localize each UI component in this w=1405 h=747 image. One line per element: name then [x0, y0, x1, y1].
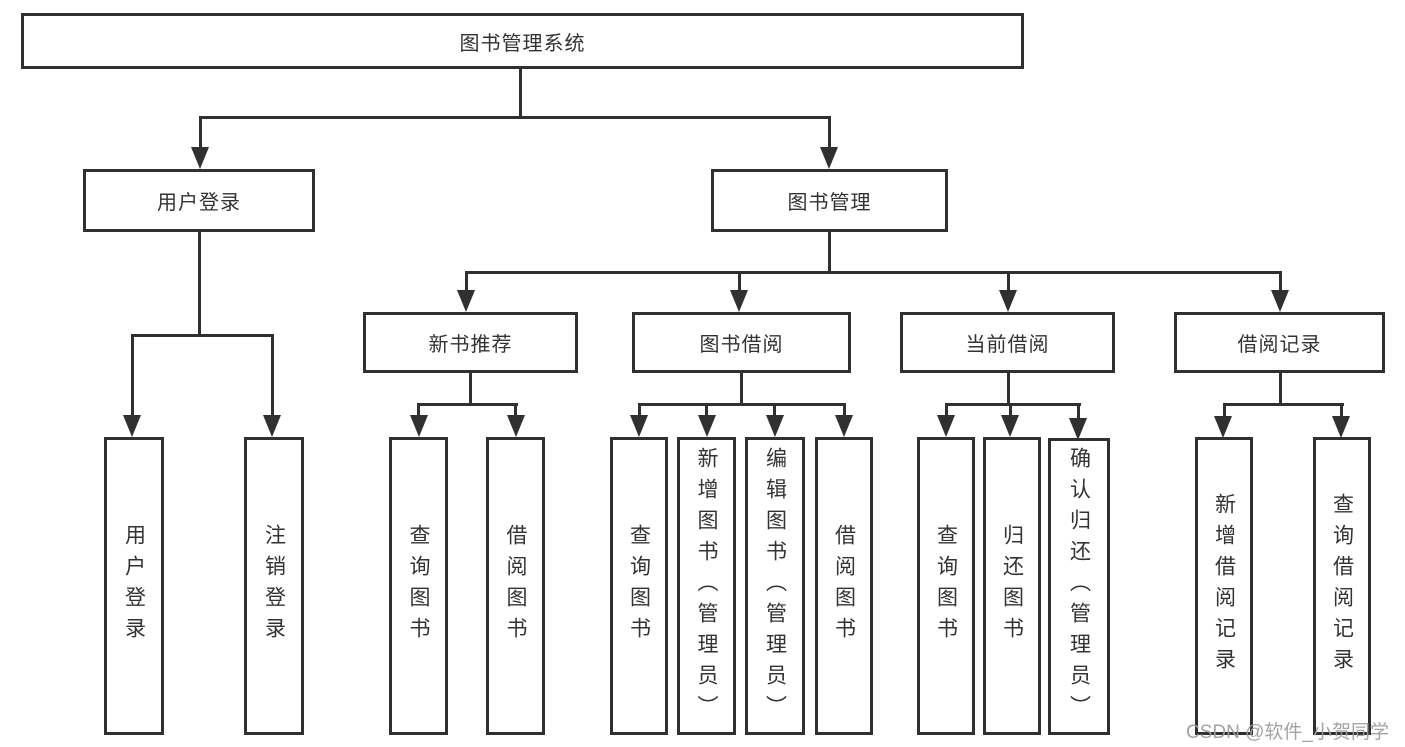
connector-line — [519, 69, 522, 118]
arrow-down-icon — [835, 415, 853, 437]
node-label: 查询图书 — [627, 524, 651, 648]
leaf-edit-books-admin: 编辑图书（管理员） — [745, 437, 805, 735]
connector-line — [1009, 403, 1012, 416]
node-label: 编辑图书（管理员） — [763, 446, 787, 726]
node-label: 查询图书 — [407, 524, 430, 648]
node-label: 借阅图书 — [832, 524, 856, 648]
connector-line — [465, 271, 468, 291]
node-label: 借阅记录 — [1237, 334, 1322, 356]
arrow-down-icon — [1214, 416, 1232, 438]
arrow-down-icon — [507, 415, 525, 437]
leaf-query-borrow-record: 查询借阅记录 — [1313, 437, 1371, 735]
arrow-down-icon — [263, 415, 281, 437]
connector-line — [1007, 271, 1010, 291]
node-user-login: 用户登录 — [83, 169, 315, 232]
connector-line — [199, 116, 202, 149]
arrow-down-icon — [1001, 415, 1019, 437]
connector-line — [514, 403, 517, 416]
connector-line — [945, 403, 1081, 406]
node-label: 当前借阅 — [965, 334, 1050, 356]
connector-line — [705, 403, 708, 416]
connector-line — [945, 403, 948, 416]
watermark: CSDN @软件_小贺同学 — [1186, 722, 1389, 743]
node-book-borrow: 图书借阅 — [632, 312, 851, 373]
leaf-confirm-return-admin: 确认归还（管理员） — [1048, 438, 1110, 735]
node-label: 图书管理 — [787, 192, 872, 214]
node-label: 用户登录 — [157, 192, 241, 214]
node-label: 注销登录 — [262, 524, 286, 648]
connector-line — [828, 116, 831, 149]
connector-line — [1007, 373, 1010, 404]
arrow-down-icon — [698, 415, 716, 437]
connector-line — [417, 403, 420, 416]
node-label: 确认归还（管理员） — [1067, 447, 1091, 726]
arrow-down-icon — [191, 147, 209, 169]
connector-line — [1223, 403, 1226, 417]
node-label: 借阅图书 — [504, 524, 527, 648]
leaf-borrow-books-2: 借阅图书 — [815, 437, 873, 735]
node-borrow-records: 借阅记录 — [1174, 312, 1385, 373]
connector-line — [465, 271, 1282, 274]
arrow-down-icon — [730, 290, 748, 312]
arrow-down-icon — [410, 415, 428, 437]
connector-line — [773, 403, 776, 416]
leaf-query-books-3: 查询图书 — [917, 437, 975, 735]
node-library-system: 图书管理系统 — [21, 13, 1024, 69]
arrow-down-icon — [937, 415, 955, 437]
node-label: 图书借阅 — [699, 334, 784, 356]
node-label: 查询图书 — [934, 524, 958, 648]
leaf-add-borrow-record: 新增借阅记录 — [1195, 437, 1253, 735]
connector-line — [1077, 403, 1080, 419]
node-label: 用户登录 — [122, 524, 146, 648]
leaf-logout: 注销登录 — [244, 437, 304, 735]
connector-line — [469, 373, 472, 404]
node-label: 查询借阅记录 — [1330, 493, 1354, 679]
connector-line — [198, 232, 201, 335]
node-label: 新增图书（管理员） — [695, 446, 718, 726]
leaf-query-books-1: 查询图书 — [389, 437, 448, 735]
arrow-down-icon — [630, 415, 648, 437]
leaf-return-books: 归还图书 — [983, 437, 1041, 735]
connector-line — [740, 373, 743, 404]
connector-line — [828, 232, 831, 272]
connector-line — [1340, 403, 1343, 417]
node-new-book-recommend: 新书推荐 — [363, 312, 578, 373]
arrow-down-icon — [123, 415, 141, 437]
connector-line — [417, 403, 518, 406]
node-label: 归还图书 — [1000, 524, 1024, 648]
node-label: 图书管理系统 — [459, 32, 586, 55]
arrow-down-icon — [1069, 418, 1087, 440]
connector-line — [131, 334, 134, 416]
leaf-add-books-admin: 新增图书（管理员） — [677, 437, 736, 735]
connector-line — [738, 271, 741, 291]
arrow-down-icon — [820, 147, 838, 169]
arrow-down-icon — [766, 415, 784, 437]
arrow-down-icon — [1332, 416, 1350, 438]
connector-line — [131, 334, 274, 337]
arrow-down-icon — [457, 290, 475, 312]
leaf-query-books-2: 查询图书 — [610, 437, 668, 735]
node-book-management: 图书管理 — [711, 169, 948, 232]
connector-line — [1279, 271, 1282, 291]
arrow-down-icon — [1271, 290, 1289, 312]
arrow-down-icon — [999, 290, 1017, 312]
node-label: 新书推荐 — [428, 334, 513, 356]
connector-line — [1279, 373, 1282, 404]
connector-line — [199, 116, 831, 119]
leaf-borrow-books-1: 借阅图书 — [486, 437, 545, 735]
node-label: 新增借阅记录 — [1212, 493, 1236, 679]
connector-line — [1223, 403, 1344, 406]
connector-line — [271, 334, 274, 416]
leaf-user-login: 用户登录 — [104, 437, 164, 735]
connector-line — [638, 403, 846, 406]
node-current-borrow: 当前借阅 — [900, 312, 1115, 373]
connector-line — [843, 403, 846, 416]
connector-line — [638, 403, 641, 416]
